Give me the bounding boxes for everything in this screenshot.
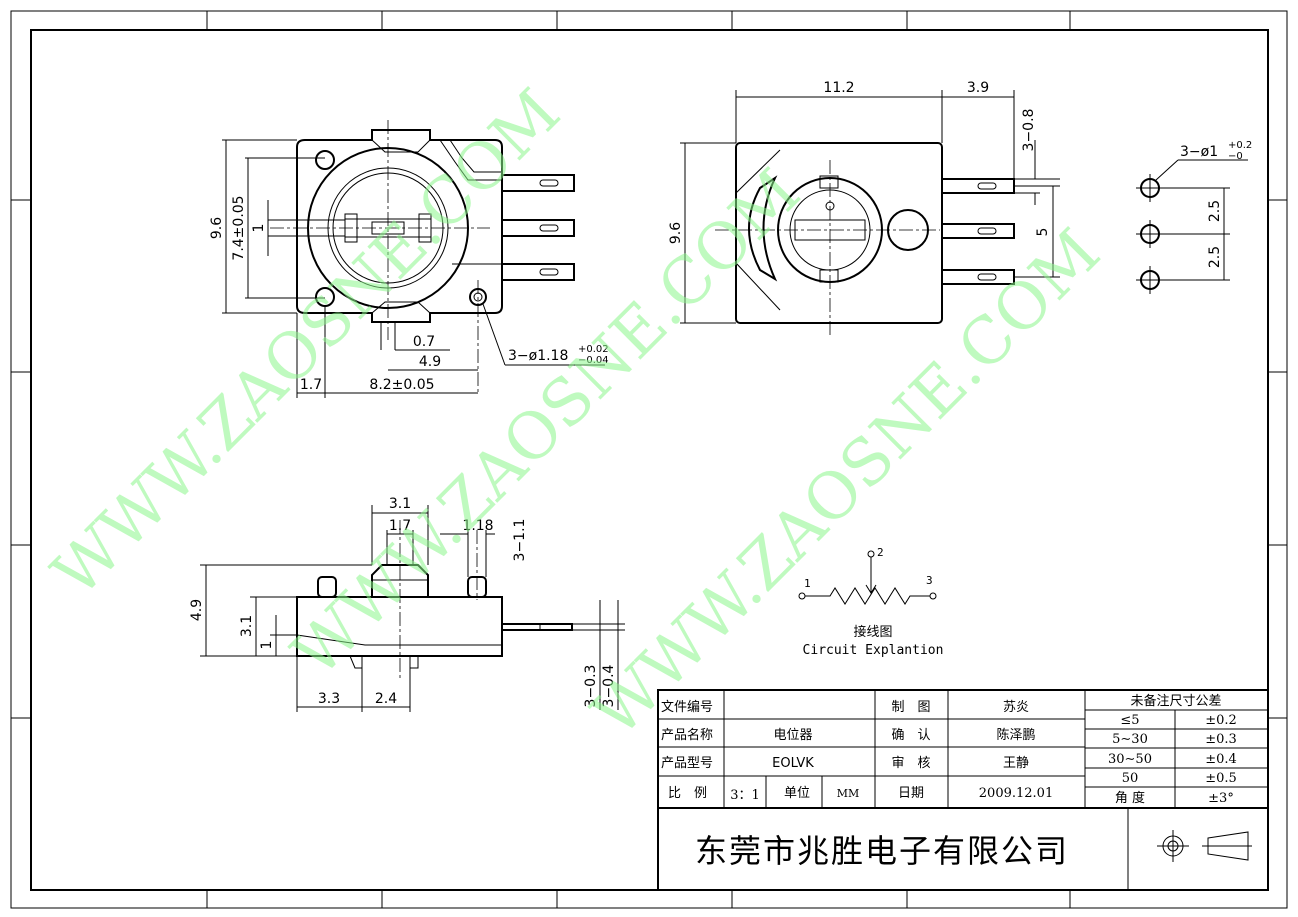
name-value: 电位器 — [773, 728, 812, 743]
date-label: 日期 — [898, 786, 924, 801]
dim-back-pin-span: 5 — [1035, 228, 1051, 237]
dim-side-knob-width: 3.1 — [389, 496, 411, 512]
circuit-pin-2: 2 — [877, 546, 884, 559]
tol-value-row: ±3° — [1208, 791, 1234, 806]
tol-range-row: 50 — [1122, 771, 1139, 786]
model-label: 产品型号 — [661, 756, 713, 771]
dim-front-hole-tol-upper: +0.02 — [578, 344, 609, 355]
tol-value-row: ±0.4 — [1205, 752, 1237, 767]
title-block: 文件编号 产品名称 电位器 产品型号 EOLVK 比 例 3：1 单位 MM 制… — [657, 689, 1269, 891]
dim-side-left: 3.3 — [318, 691, 340, 707]
drawn-value: 苏炎 — [1003, 699, 1029, 715]
watermark-layer: WWW.ZAOSNE.COM WWW.ZAOSNE.COM WWW.ZAOSNE… — [39, 76, 1115, 752]
company-name: 东莞市兆胜电子有限公司 — [695, 832, 1069, 870]
approved-value: 王静 — [1003, 756, 1029, 771]
dim-side-pin-thickness-1: 3−0.3 — [583, 665, 599, 708]
checked-label: 确 认 — [891, 728, 930, 743]
dim-front-hole-tol-lower: −0.04 — [578, 355, 609, 366]
dim-side-hole: 1.18 — [462, 518, 493, 534]
dim-front-left: 1.7 — [300, 377, 322, 393]
hole-pattern-tol-upper: +0.2 — [1228, 140, 1252, 151]
scale-value: 3：1 — [730, 788, 760, 803]
hole-pattern-tol-lower: −0 — [1228, 151, 1243, 162]
circuit-title: 接线图 — [853, 624, 892, 640]
approved-label: 审 核 — [891, 756, 930, 771]
dim-front-width: 8.2±0.05 — [369, 377, 434, 393]
circuit-diagram: 1 2 3 接线图 Circuit Explantion — [798, 546, 944, 658]
back-view: 11.2 3.9 9.6 3−0.8 5 — [668, 80, 1060, 335]
tol-range-row: ≤5 — [1120, 713, 1139, 728]
checked-value: 陈泽鹏 — [996, 727, 1035, 743]
dim-side-pin-thickness-2: 3−0.4 — [601, 664, 617, 707]
watermark-1: WWW.ZAOSNE.COM — [39, 76, 575, 612]
dim-side-leg-width: 3−1.1 — [512, 519, 528, 562]
tol-range-row: 角 度 — [1115, 790, 1145, 806]
dim-side-step: 1 — [259, 641, 275, 650]
drawn-label: 制 图 — [891, 700, 930, 715]
doc-no-label: 文件编号 — [661, 700, 713, 715]
name-label: 产品名称 — [661, 727, 713, 743]
dim-side-body-height: 3.1 — [239, 615, 255, 637]
projection-symbol-icon — [1157, 830, 1252, 862]
tol-value-row: ±0.2 — [1205, 713, 1237, 728]
dim-front-slot: 1 — [251, 224, 267, 233]
dim-side-height: 4.9 — [189, 599, 205, 621]
tol-value-row: ±0.3 — [1205, 732, 1237, 747]
hole-pattern-pitch-2: 2.5 — [1207, 246, 1223, 268]
unit-label: 单位 — [784, 786, 810, 801]
dim-back-pin-length: 3.9 — [967, 80, 989, 96]
scale-label: 比 例 — [668, 786, 707, 801]
hole-pattern-pitch-1: 2.5 — [1207, 200, 1223, 222]
dim-front-hole-callout: 3−ø1.18 — [508, 348, 568, 364]
dim-front-gap: 0.7 — [413, 334, 435, 350]
dim-front-pin-offset: 4.9 — [419, 354, 441, 370]
hole-pattern-view: 3−ø1 +0.2 −0 2.5 2.5 — [1136, 140, 1252, 294]
dim-back-pin-width: 3−0.8 — [1021, 109, 1037, 152]
tol-value-row: ±0.5 — [1205, 771, 1237, 786]
circuit-pin-3: 3 — [926, 574, 933, 587]
tol-range-row: 30∼50 — [1108, 752, 1152, 767]
circuit-pin-1: 1 — [804, 577, 811, 590]
circuit-subtitle: Circuit Explantion — [803, 643, 944, 658]
dim-side-leg-pitch: 2.4 — [375, 691, 397, 707]
tolerance-header: 未备注尺寸公差 — [1130, 693, 1221, 709]
dim-front-height: 9.6 — [209, 217, 225, 239]
front-view: 9.6 7.4±0.05 1 0.7 4.9 1.7 8.2±0.05 3−ø1… — [209, 120, 609, 398]
sheet-frame — [10, 10, 1288, 909]
dim-side-slot-width: 1.7 — [389, 518, 411, 534]
dim-back-width: 11.2 — [823, 80, 854, 96]
dim-front-inner-height: 7.4±0.05 — [231, 195, 247, 260]
tolerance-table: 未备注尺寸公差 ≤5 ±0.2 5∼30 ±0.3 30∼50 ±0.4 50 … — [1084, 689, 1269, 809]
tol-range-row: 5∼30 — [1112, 732, 1148, 747]
side-view: 3.1 1.7 1.18 3−1.1 4.9 3.1 1 3.3 2.4 3−0… — [189, 496, 625, 712]
date-value: 2009.12.01 — [979, 786, 1053, 801]
unit-value: MM — [837, 787, 860, 800]
model-value: EOLVK — [772, 756, 814, 771]
dim-back-height: 9.6 — [668, 222, 684, 244]
hole-pattern-callout: 3−ø1 — [1180, 144, 1218, 160]
